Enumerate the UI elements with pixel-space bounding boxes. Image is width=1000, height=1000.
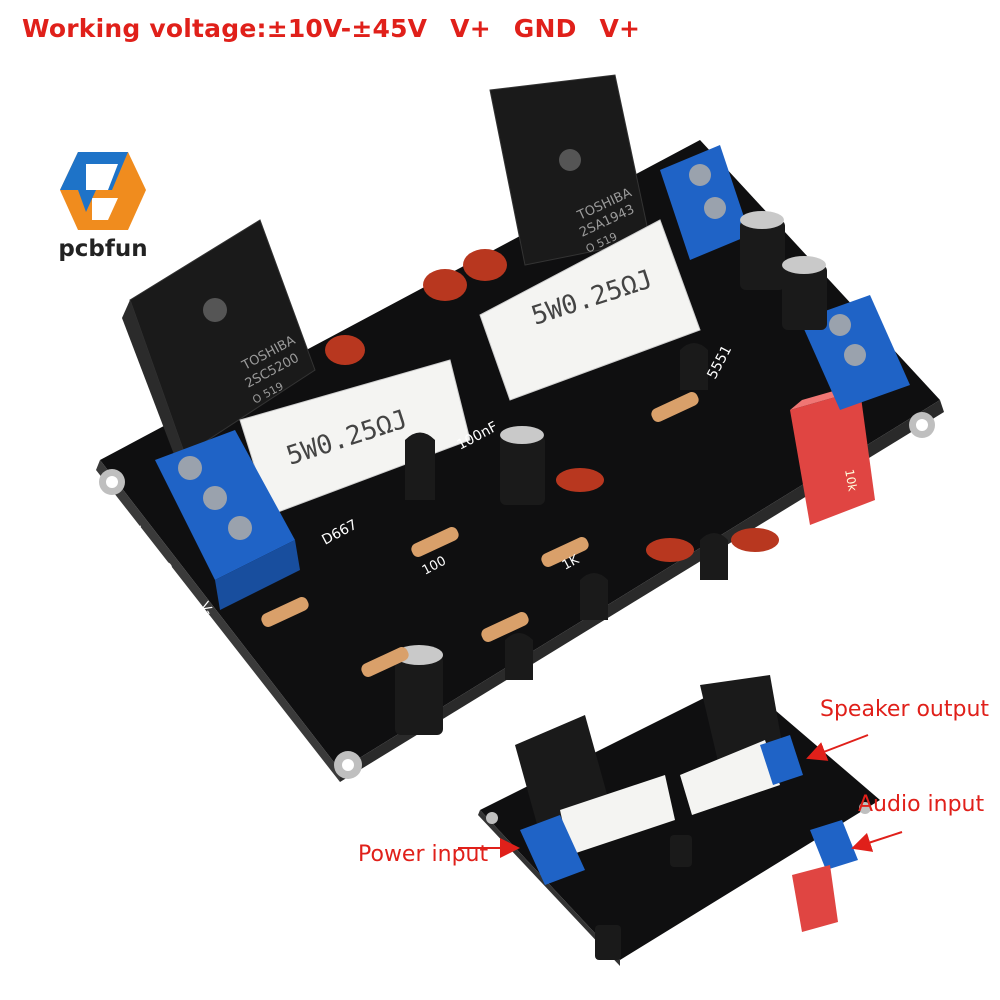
vplus-text-2: V+ xyxy=(599,14,641,43)
mount-hole-center xyxy=(342,759,354,771)
film-capacitor xyxy=(556,468,604,492)
pcb-edge-2 xyxy=(340,400,944,782)
power-input-label: Power input xyxy=(358,842,489,867)
small-transistor xyxy=(700,533,728,580)
film-capacitor xyxy=(463,249,507,281)
audio-input-label: Audio input xyxy=(858,792,985,817)
inset-electrolytic xyxy=(595,925,621,960)
power-transistor-left: TOSHIBA 2SC5200 O 519 xyxy=(122,219,316,465)
brand-logo: pcbfun xyxy=(48,150,158,270)
silk-1k: 1K xyxy=(560,552,582,573)
resistor xyxy=(361,647,409,677)
inset-mount-hole xyxy=(859,802,871,814)
inset-resistor-right xyxy=(680,740,780,815)
small-transistor xyxy=(405,432,435,500)
inset-electrolytic xyxy=(670,835,692,867)
inset-resistor-left xyxy=(560,775,675,855)
inset-terminal-audio xyxy=(810,820,858,870)
terminal-block-audio xyxy=(800,295,910,410)
mount-hole-center xyxy=(916,419,928,431)
electrolytic-capacitor xyxy=(782,256,827,330)
main-pcb-board: TOSHIBA 2SC5200 O 519 TOSHIBA 2SA1943 O … xyxy=(96,74,944,782)
film-capacitor xyxy=(325,335,365,365)
inset-box-capacitor xyxy=(792,865,838,932)
headline: Working voltage:±10V-±45V V+ GND V+ xyxy=(22,14,654,43)
speaker-output-label: Speaker output xyxy=(820,697,990,722)
resistor xyxy=(541,537,589,567)
terminal-block-speaker xyxy=(660,145,750,260)
inset-terminal-power xyxy=(520,815,585,885)
small-transistor xyxy=(580,573,608,620)
silk-a733-3: A733 xyxy=(664,577,704,608)
inset-mount-hole xyxy=(486,812,498,824)
mount-hole-center xyxy=(106,476,118,488)
resistor xyxy=(651,392,699,422)
resistor xyxy=(261,597,309,627)
power-transistor-right: TOSHIBA 2SA1943 O 519 xyxy=(489,74,651,266)
small-transistor xyxy=(505,633,533,680)
box-cap-label: 10k xyxy=(842,468,860,492)
silk-a733-2: A733 xyxy=(594,632,634,663)
film-capacitor xyxy=(646,538,694,562)
electrolytic-capacitor xyxy=(500,426,545,505)
electrolytic-capacitor xyxy=(395,645,443,735)
cement-resistor-left: 5W0.25ΩJ xyxy=(239,359,471,516)
resistor xyxy=(411,527,459,557)
film-capacitor xyxy=(423,269,467,301)
gnd-text: GND xyxy=(513,14,577,43)
film-capacitor xyxy=(731,528,779,552)
vplus-text: V+ xyxy=(450,14,491,43)
brand-name: pcbfun xyxy=(58,236,148,262)
pcbfun-logo-icon xyxy=(60,152,146,230)
small-transistor xyxy=(680,343,708,390)
electrolytic-capacitor xyxy=(740,211,785,290)
inset-terminal-speaker xyxy=(760,735,803,785)
resistor xyxy=(481,612,529,642)
terminal-block-power xyxy=(155,430,300,610)
working-voltage-text: Working voltage:±10V-±45V xyxy=(22,14,428,43)
pcb-edge xyxy=(96,460,340,782)
